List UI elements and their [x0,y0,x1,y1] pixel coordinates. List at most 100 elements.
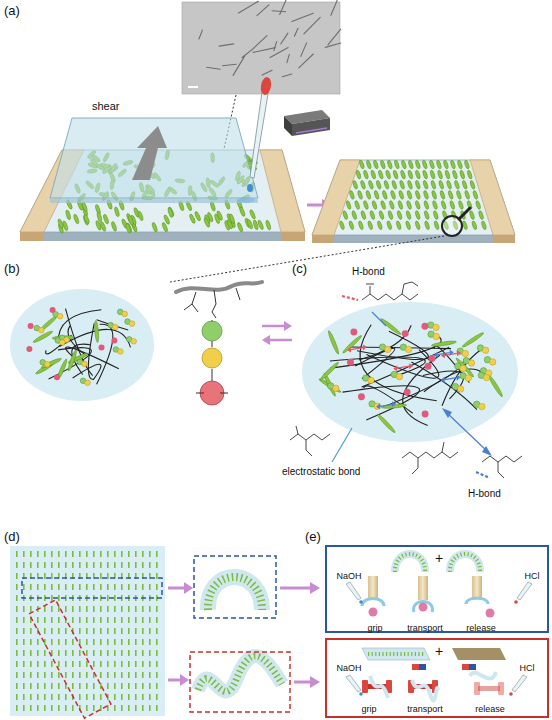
monomer-scheme [176,282,262,382]
nanorod [111,221,118,232]
nanorod-dash [72,584,74,590]
nanorod [433,210,439,220]
nanorod-dash [128,562,130,568]
nanorod [94,320,99,342]
nanorod-dash [23,705,25,711]
tem-fiber [257,5,269,16]
nanorod-dash [114,595,116,601]
nanorod-dash [86,639,88,645]
crosslinker-structure [196,393,228,394]
crosslink-dot [429,355,436,362]
nanorod [407,180,413,190]
crosslink-dot [421,323,428,330]
nanorod [424,220,430,230]
anion-bead [131,339,137,345]
nanorod [471,220,477,230]
nanorod-dash [93,694,95,700]
crosslink-dot [28,323,34,329]
nanorod-dash [65,584,67,590]
nanorod-dash [86,617,88,623]
nanorod [405,220,411,230]
anion-bead [479,403,485,409]
interaction-arrow [445,378,457,380]
nanorod-dash [114,639,116,645]
tem-fiber [270,47,288,57]
nanorod-dash [156,639,158,645]
nanorod-dash [58,617,60,623]
arrow-head [441,377,445,383]
nanorod [469,210,475,220]
nanorod-dash [23,672,25,678]
plus-sign: + [435,550,443,566]
nanorod-dash [65,628,67,634]
nanorod [360,180,366,190]
nanorod-dash [37,584,39,590]
nanorod-dash [72,562,74,568]
helix-panel: +NaOHHClgriptransportrelease [325,638,549,718]
nanorod-dash [93,628,95,634]
nanorod [342,210,348,220]
nanorod [415,220,421,230]
arrow-head [392,401,396,407]
anion-bead [482,347,488,353]
aligned-cell [312,160,515,243]
nanorod [370,170,376,180]
nanorod-dash [149,672,151,678]
nanorod-dash [149,551,151,557]
nanorod-dash [121,628,123,634]
nanorod [481,220,487,230]
nanorod-dash [121,694,123,700]
nanorod-dash [121,562,123,568]
nanorod-dash [142,606,144,612]
uv-lamp [284,110,330,136]
nanorod [345,200,351,210]
nanorod-dash [149,628,151,634]
nanorod-dash [30,672,32,678]
nanorod [433,220,439,230]
anion-bead [122,311,128,317]
anion-group [202,348,222,368]
nanorod-dash [65,639,67,645]
nanorod [367,220,373,230]
nanorod-dash [30,694,32,700]
nanorod-dash [100,639,102,645]
nanorod-dash [114,551,116,557]
nanorod [239,206,246,217]
nanorod [444,170,450,180]
cation-group [202,321,222,341]
nanorod-dash [58,562,60,568]
nanorod [462,180,468,190]
nanorod [67,350,78,372]
nanorod-dash [93,584,95,590]
nanorod-dash [16,650,18,656]
anion-bead [39,327,45,333]
nanorod-dash [51,595,53,601]
crosslink-dot [425,363,432,370]
nanorod-dash [58,694,60,700]
anion-bead [57,313,63,319]
nanorod-dash [135,628,137,634]
nanorod-dash [23,650,25,656]
nanorod-dash [156,661,158,667]
nanorod-dash [30,661,32,667]
nanorod-dash [37,617,39,623]
anion-bead [368,377,374,383]
nanorod-dash [121,617,123,623]
process-arrow [168,582,320,688]
nanorod-dash [149,661,151,667]
scale-bar [188,86,198,88]
nanorod-dash [156,683,158,689]
nanorod [57,218,64,229]
polymer-chain [423,371,464,399]
nanorod [216,210,223,221]
molecular-structures [290,282,522,478]
tem-fiber [287,54,289,62]
nanorod [355,170,361,180]
nanorod-dash [135,661,137,667]
nanorod-dash [58,672,60,678]
nanorod [363,200,369,210]
nanorod-dash [86,705,88,711]
nanorod-dash [72,683,74,689]
nanorod-dash [86,606,88,612]
